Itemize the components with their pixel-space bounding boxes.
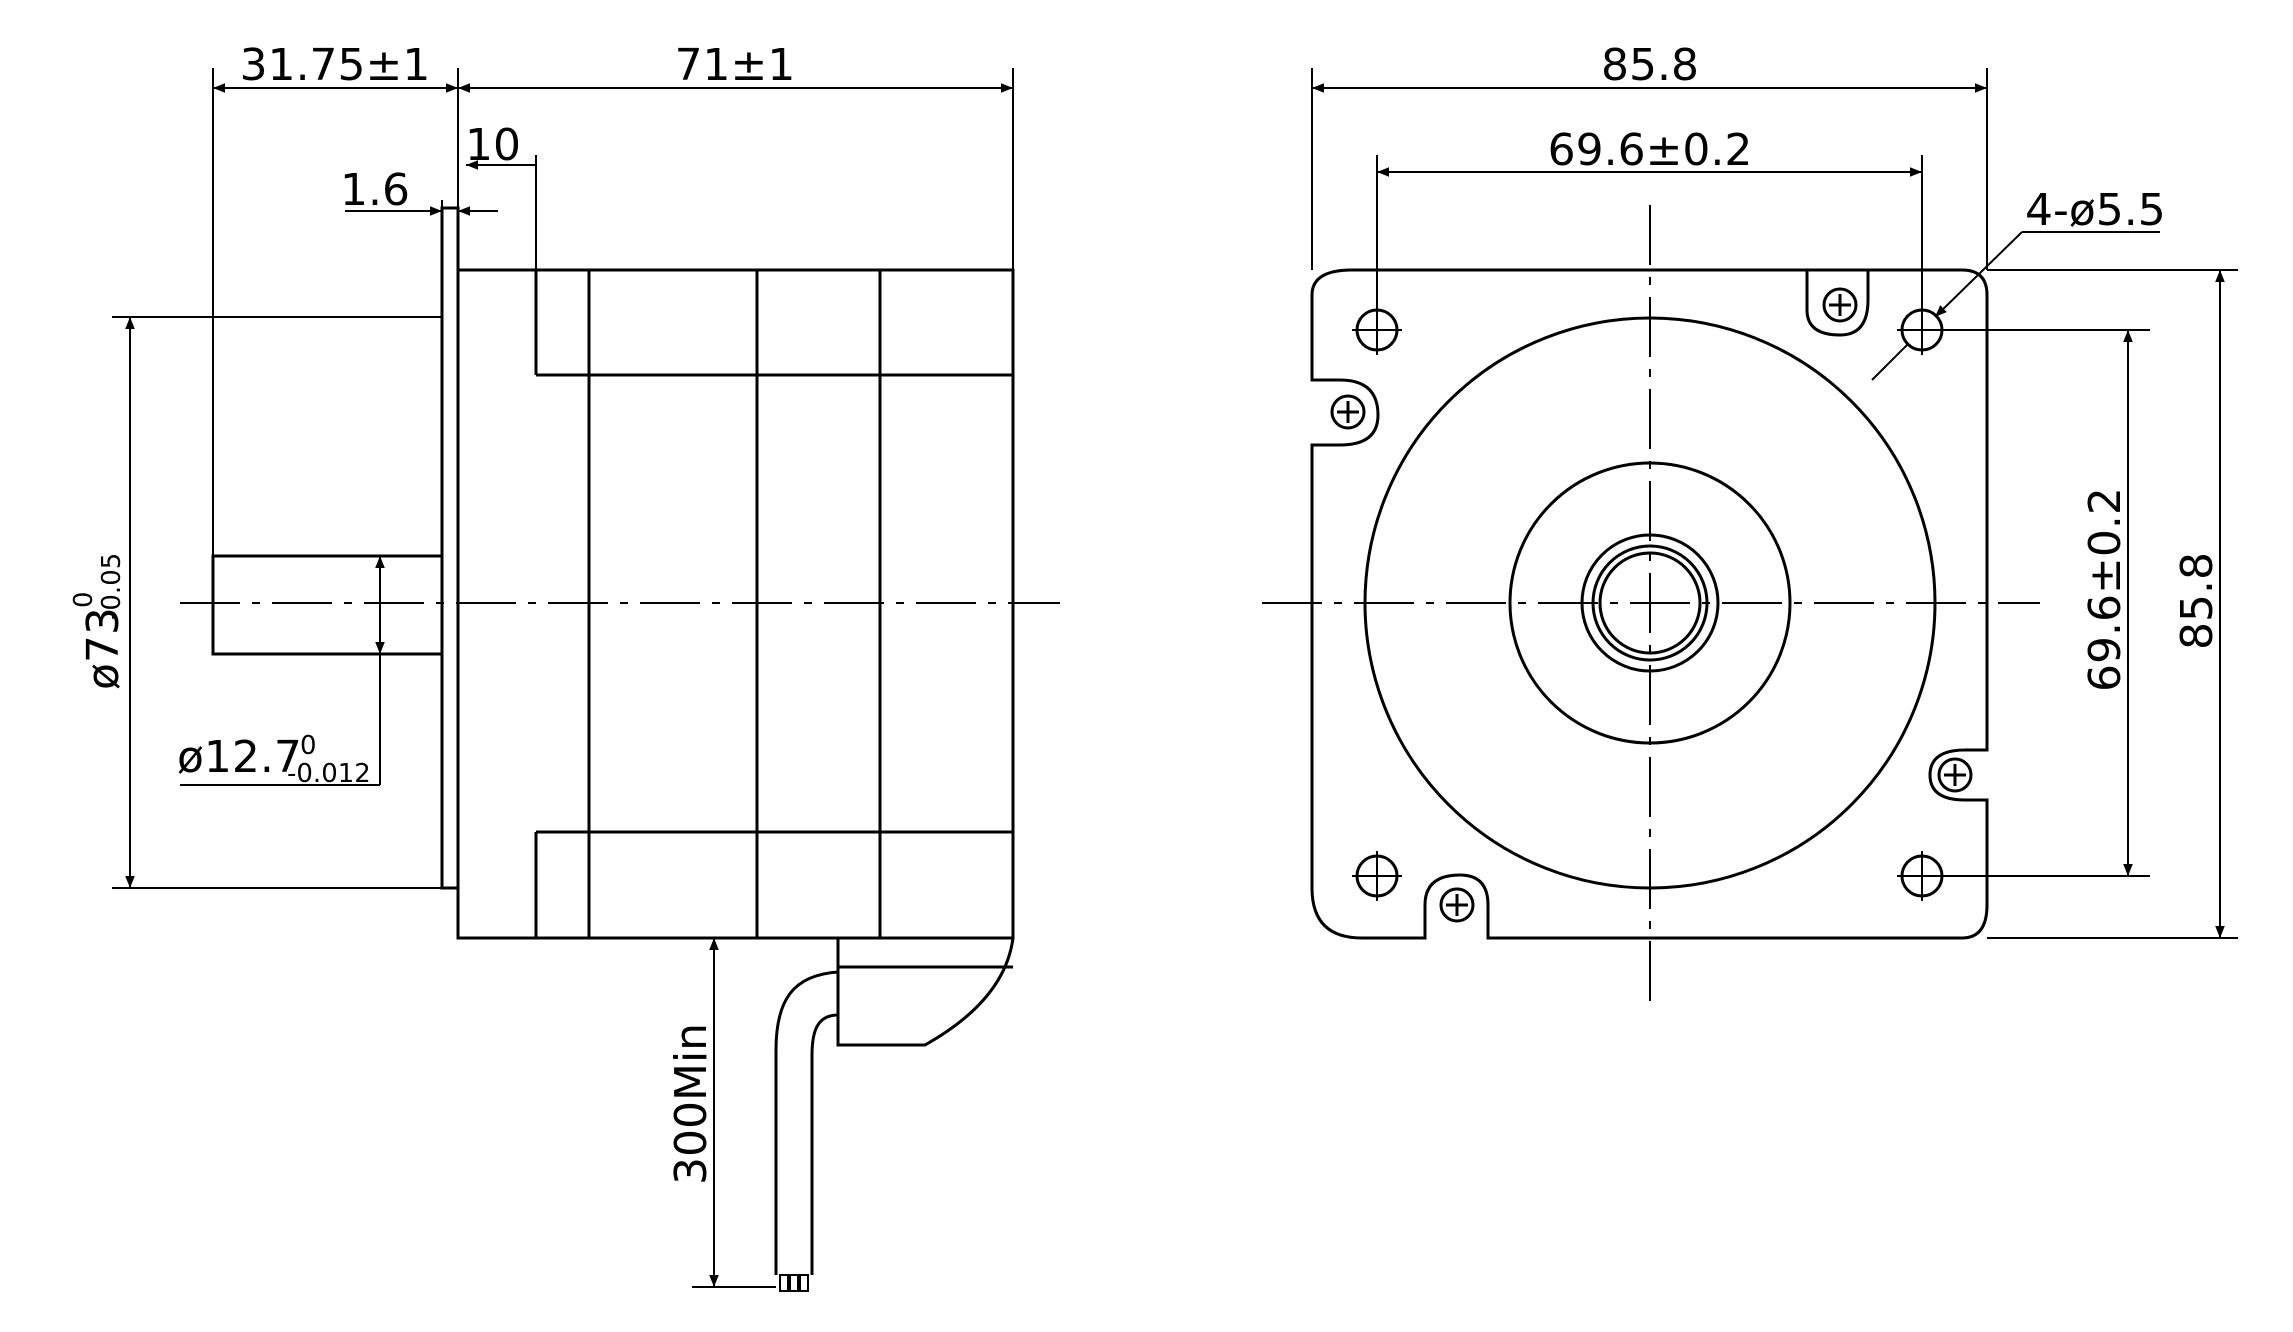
- screw-icon: [1937, 757, 1973, 793]
- front-boss: [440, 206, 460, 890]
- dim-shaft-length: 31.75±1: [240, 40, 431, 91]
- dim-holes-leader: [1934, 231, 2023, 318]
- front-outline: [1310, 268, 1989, 940]
- dim-hole-spacing-v: 69.6±0.2: [2080, 487, 2131, 692]
- connector-housing: [836, 937, 1015, 1047]
- dim-holes: 4-ø5.5: [2025, 185, 2166, 236]
- dim-width: 85.8: [1601, 40, 1699, 91]
- dim-pilot-dia: ø73 0 -0.05: [69, 553, 129, 690]
- mounting-hole: [1897, 851, 1947, 901]
- svg-text:ø73: ø73: [78, 607, 129, 690]
- dim-shaft-dia: ø12.7 0 -0.012: [177, 731, 371, 789]
- dim-height: 85.8: [2172, 552, 2223, 650]
- svg-text:-0.05: -0.05: [97, 553, 127, 620]
- dim-hole-spacing-h: 69.6±0.2: [1548, 125, 1753, 176]
- svg-text:0: 0: [300, 731, 317, 761]
- cable-leads: [779, 1274, 809, 1292]
- front-view: 85.8 69.6±0.2 4-ø5.5 69.6±0.2 85.8: [1262, 40, 2238, 1005]
- dim-body-length: 71±1: [675, 40, 796, 91]
- mounting-hole: [1352, 851, 1402, 901]
- screw-icon: [1439, 887, 1475, 923]
- shaft: [211, 554, 442, 656]
- svg-text:ø12.7: ø12.7: [177, 732, 302, 783]
- side-view: 31.75±1 71±1 10 1.6 ø73 0 -0.05 ø12.7 0 …: [69, 40, 1060, 1292]
- cable: [774, 970, 839, 1275]
- notch-top: [1805, 270, 1870, 337]
- screw-icon: [1822, 287, 1858, 323]
- svg-text:-0.012: -0.012: [287, 759, 371, 789]
- svg-text:0: 0: [69, 591, 99, 608]
- mounting-hole: [1352, 305, 1402, 355]
- dim-flange: 10: [465, 120, 521, 171]
- screw-icon: [1330, 394, 1366, 430]
- dim-cable: 300Min: [666, 1023, 717, 1185]
- dim-boss: 1.6: [340, 165, 410, 216]
